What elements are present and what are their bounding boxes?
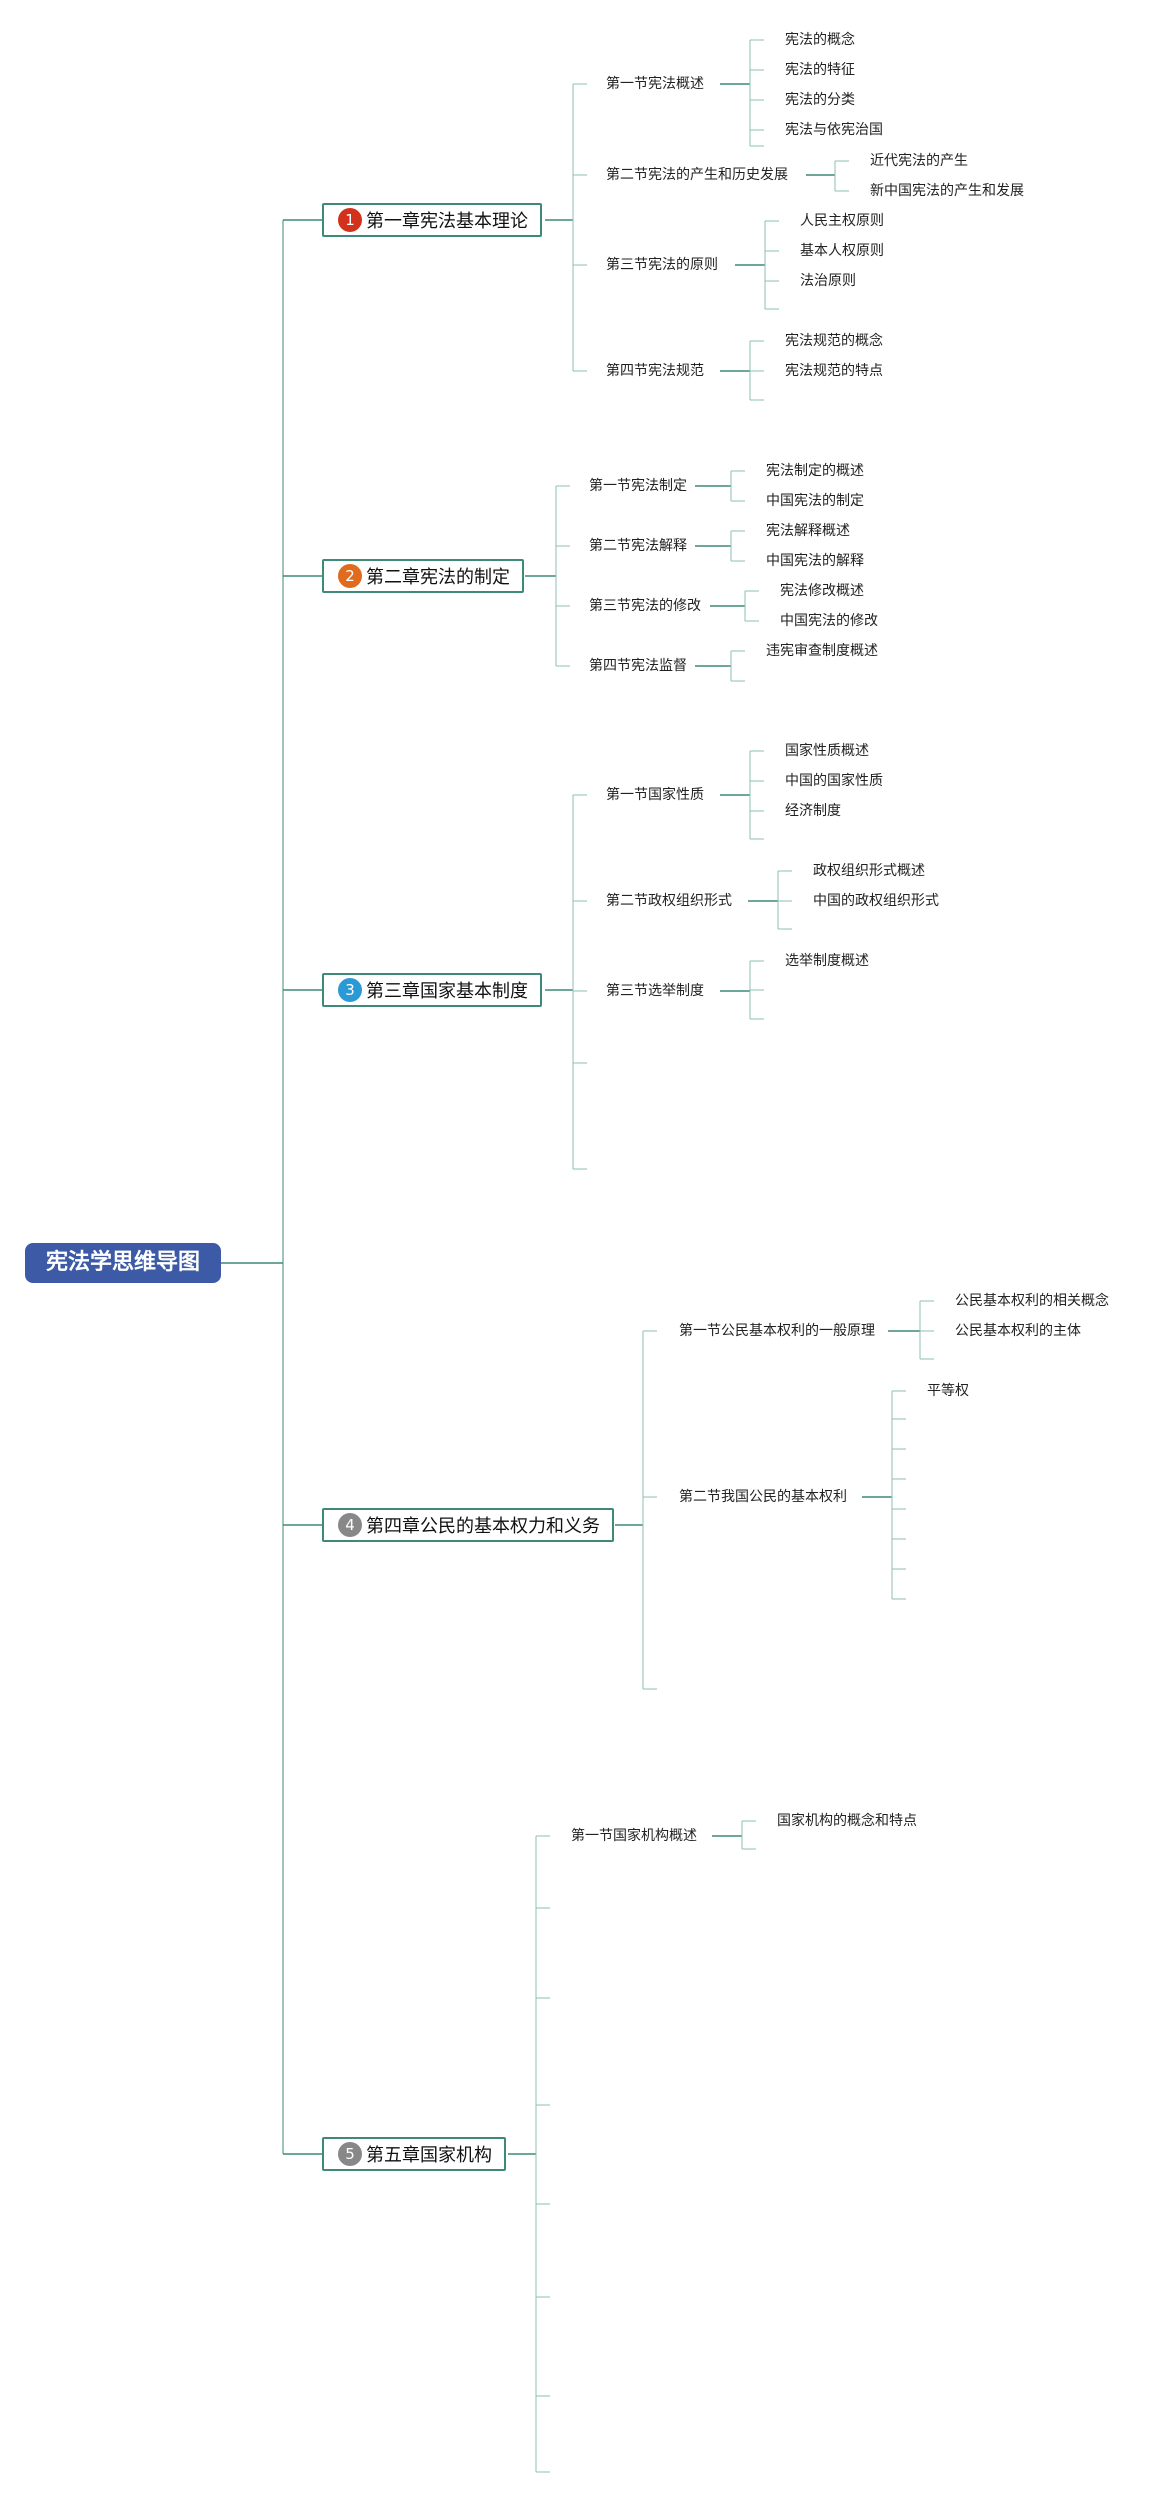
chapter-5-section-1[interactable]: 第一节国家机构概述: [571, 1828, 697, 1844]
chapter-2-section-3[interactable]: 第三节宪法的修改: [589, 598, 701, 614]
root-node[interactable]: 宪法学思维导图: [25, 1243, 221, 1283]
leaf-item[interactable]: 中国宪法的修改: [780, 613, 878, 629]
leaf-item[interactable]: 宪法规范的特点: [785, 363, 883, 379]
chapter-4-number-badge: 4: [338, 1513, 362, 1537]
chapter-1-section-3[interactable]: 第三节宪法的原则: [606, 257, 718, 273]
chapter-3-node[interactable]: 3 第三章国家基本制度: [322, 973, 542, 1007]
chapter-2-number-badge: 2: [338, 564, 362, 588]
leaf-item[interactable]: 公民基本权利的相关概念: [955, 1293, 1109, 1309]
chapter-3-section-2[interactable]: 第二节政权组织形式: [606, 893, 732, 909]
chapter-1-section-4[interactable]: 第四节宪法规范: [606, 363, 704, 379]
leaf-item[interactable]: 宪法制定的概述: [766, 463, 864, 479]
chapter-2-section-4[interactable]: 第四节宪法监督: [589, 658, 687, 674]
chapter-4-node[interactable]: 4 第四章公民的基本权力和义务: [322, 1508, 614, 1542]
chapter-4-section-1[interactable]: 第一节公民基本权利的一般原理: [679, 1323, 875, 1339]
leaf-item[interactable]: 宪法的特征: [785, 62, 855, 78]
chapter-5-node[interactable]: 5 第五章国家机构: [322, 2137, 506, 2171]
leaf-item[interactable]: 宪法的分类: [785, 92, 855, 108]
leaf-item[interactable]: 国家机构的概念和特点: [777, 1813, 917, 1829]
leaf-item[interactable]: 宪法与依宪治国: [785, 122, 883, 138]
leaf-item[interactable]: 宪法规范的概念: [785, 333, 883, 349]
leaf-item[interactable]: 基本人权原则: [800, 243, 884, 259]
chapter-1-node[interactable]: 1 第一章宪法基本理论: [322, 203, 542, 237]
leaf-item[interactable]: 人民主权原则: [800, 213, 884, 229]
chapter-3-section-1[interactable]: 第一节国家性质: [606, 787, 704, 803]
leaf-item[interactable]: 中国的政权组织形式: [813, 893, 939, 909]
chapter-3-section-3[interactable]: 第三节选举制度: [606, 983, 704, 999]
leaf-item[interactable]: 经济制度: [785, 803, 841, 819]
leaf-item[interactable]: 近代宪法的产生: [870, 153, 968, 169]
leaf-item[interactable]: 宪法的概念: [785, 32, 855, 48]
chapter-1-number-badge: 1: [338, 208, 362, 232]
chapter-2-section-1[interactable]: 第一节宪法制定: [589, 478, 687, 494]
chapter-4-label: 第四章公民的基本权力和义务: [366, 1516, 600, 1537]
chapter-1-label: 第一章宪法基本理论: [366, 211, 528, 232]
leaf-item[interactable]: 中国的国家性质: [785, 773, 883, 789]
chapter-5-label: 第五章国家机构: [366, 2145, 492, 2166]
chapter-2-node[interactable]: 2 第二章宪法的制定: [322, 559, 524, 593]
chapter-3-number-badge: 3: [338, 978, 362, 1002]
leaf-item[interactable]: 平等权: [927, 1383, 969, 1399]
chapter-5-number-badge: 5: [338, 2142, 362, 2166]
chapter-2-section-2[interactable]: 第二节宪法解释: [589, 538, 687, 554]
leaf-item[interactable]: 违宪审查制度概述: [766, 643, 878, 659]
leaf-item[interactable]: 国家性质概述: [785, 743, 869, 759]
chapter-1-section-2[interactable]: 第二节宪法的产生和历史发展: [606, 167, 788, 183]
chapter-1-section-1[interactable]: 第一节宪法概述: [606, 76, 704, 92]
chapter-3-label: 第三章国家基本制度: [366, 981, 528, 1002]
leaf-item[interactable]: 中国宪法的解释: [766, 553, 864, 569]
leaf-item[interactable]: 公民基本权利的主体: [955, 1323, 1081, 1339]
leaf-item[interactable]: 选举制度概述: [785, 953, 869, 969]
leaf-item[interactable]: 法治原则: [800, 273, 856, 289]
leaf-item[interactable]: 宪法解释概述: [766, 523, 850, 539]
chapter-4-section-2[interactable]: 第二节我国公民的基本权利: [679, 1489, 847, 1505]
leaf-item[interactable]: 宪法修改概述: [780, 583, 864, 599]
chapter-2-label: 第二章宪法的制定: [366, 567, 510, 588]
leaf-item[interactable]: 新中国宪法的产生和发展: [870, 183, 1024, 199]
leaf-item[interactable]: 政权组织形式概述: [813, 863, 925, 879]
leaf-item[interactable]: 中国宪法的制定: [766, 493, 864, 509]
